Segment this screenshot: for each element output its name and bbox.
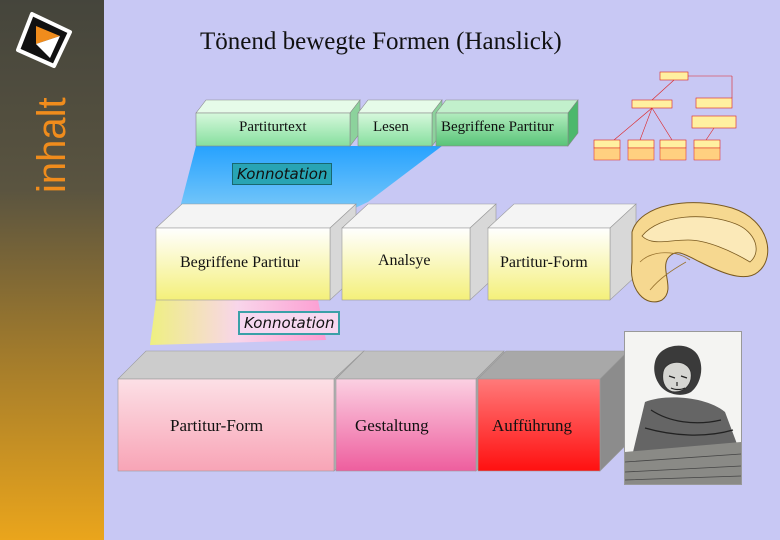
middle-box-1-label: Begriffene Partitur xyxy=(180,254,301,271)
top-box-3 xyxy=(435,99,579,147)
bottom-box-3-label: Aufführung xyxy=(492,416,572,435)
top-box-2-label: Lesen xyxy=(373,119,409,135)
konnotation-label-1: Konnotation xyxy=(232,163,333,185)
top-box-1 xyxy=(195,99,361,147)
bottom-box-1-label: Partitur-Form xyxy=(170,416,264,435)
mobius-sculpture-image xyxy=(630,202,769,303)
middle-box-2-label: Analsye xyxy=(378,252,431,269)
bottom-box-1 xyxy=(117,350,365,472)
konnotation-label-2: Konnotation xyxy=(238,311,341,335)
portrait-sketch-image xyxy=(624,331,742,485)
middle-box-3-label: Partitur-Form xyxy=(500,254,588,271)
top-box-3-label: Begriffene Partitur xyxy=(441,119,554,135)
page-title: Tönend bewegte Formen (Hanslick) xyxy=(200,28,562,55)
mini-diagram-image xyxy=(593,71,737,161)
bottom-box-2-label: Gestaltung xyxy=(355,416,429,435)
logo-icon xyxy=(16,12,72,68)
top-box-1-label: Partiturtext xyxy=(239,119,307,135)
sidebar: inhalt xyxy=(0,0,104,540)
middle-box-3 xyxy=(487,203,637,301)
bottom-box-3 xyxy=(477,350,629,472)
top-box-2 xyxy=(357,99,443,147)
middle-box-1 xyxy=(155,203,357,301)
